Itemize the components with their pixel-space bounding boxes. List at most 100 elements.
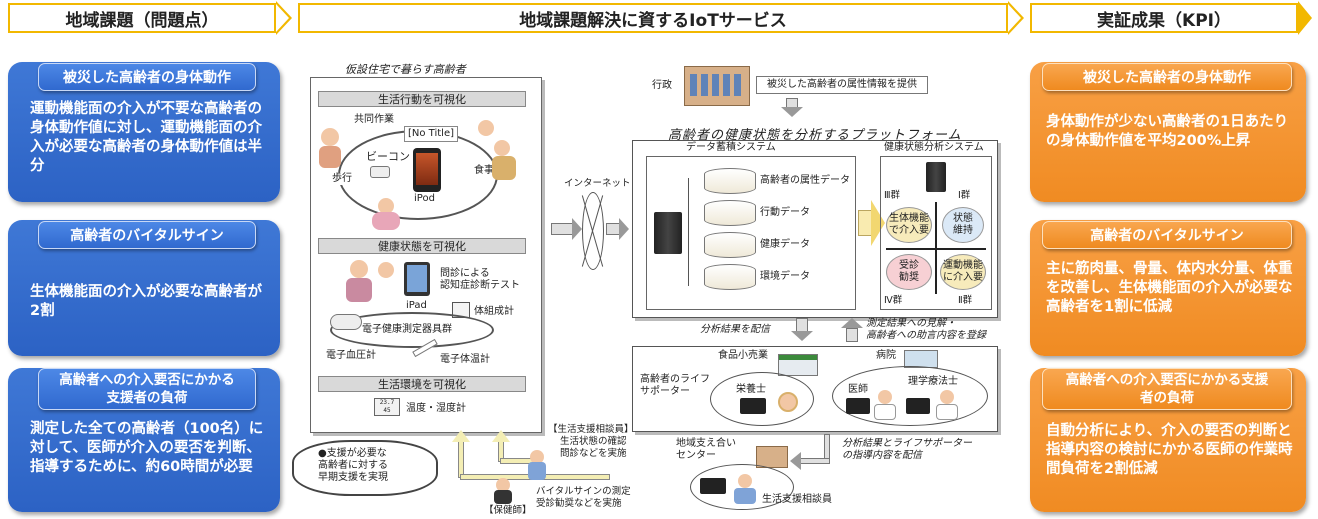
device-ring	[330, 312, 494, 348]
label-body-comp: 体組成計	[474, 306, 514, 317]
support-cloud	[292, 440, 438, 496]
storage-bracket	[688, 178, 689, 286]
nurse-task: バイタルサインの測定 受診勧奨などを実施	[536, 486, 631, 509]
internet-label: インターネット	[564, 178, 631, 189]
flow-arrow-head	[841, 318, 863, 328]
nurse-icon	[494, 490, 512, 504]
problem-card-title: 高齢者のバイタルサイン	[38, 221, 256, 249]
storage-title: データ蓄積システム	[686, 142, 776, 153]
laptop-icon	[846, 398, 870, 414]
problem-card-body: 生体機能面の介入が必要な高齢者が2割	[30, 284, 262, 319]
flow-arrow	[796, 318, 808, 332]
gov-info: 被災した高齢者の属性情報を提供	[756, 76, 928, 94]
group-1: Ⅰ群	[958, 190, 971, 201]
flow-arrow-head	[781, 107, 803, 117]
counselor-icon	[738, 474, 752, 488]
elderly-person-icon	[350, 260, 368, 278]
hospital-ring	[832, 366, 988, 426]
nurse-icon	[378, 262, 394, 278]
label-meal: 食事	[474, 165, 494, 177]
notitle-tag: [No Title]	[404, 126, 459, 142]
platform-title: 高齢者の健康状態を分析するプラットフォーム	[668, 128, 962, 143]
header-kpi: 実証成果（KPI）	[1030, 3, 1298, 33]
counselor-icon	[734, 488, 756, 504]
community-center-label: 地域支え合い センター	[676, 438, 736, 461]
data-store	[704, 168, 756, 194]
hospital-label: 病院	[876, 350, 896, 361]
data-store	[704, 232, 756, 258]
kpi-card-title: 被災した高齢者の身体動作	[1042, 63, 1292, 91]
elderly-person-icon	[492, 156, 516, 180]
quadrant-axis	[886, 248, 986, 250]
nutritionist-label: 栄養士	[736, 384, 766, 396]
kpi-card-body: 主に筋肉量、骨量、体内水分量、体重を改善し、生体機能面の介入が必要な高齢者を1割…	[1046, 261, 1293, 315]
label-temp: 電子体温計	[440, 354, 490, 365]
counselor-tag: 【生活支援相談員】	[548, 424, 634, 435]
food-ring	[710, 372, 814, 426]
city-hall-icon	[690, 74, 744, 96]
doctor-icon	[878, 390, 892, 404]
quadrant-br: 運動機能 に介入要	[940, 254, 986, 290]
nurse-icon	[496, 478, 510, 492]
gov-label: 行政	[652, 80, 672, 91]
flow-arrow-head	[790, 452, 801, 470]
food-store-label: 食品小売業	[718, 350, 768, 361]
quadrant-bl: 受診 勧奨	[886, 254, 932, 290]
group-2: Ⅱ群	[958, 295, 973, 306]
data-store	[704, 264, 756, 290]
elderly-person-icon	[378, 198, 394, 214]
label-device-group: 電子健康測定器具群	[362, 324, 452, 336]
beacon-icon	[370, 166, 390, 178]
deliver-label: 分析結果を配信	[700, 324, 770, 335]
label-thermo: 温度・湿度計	[406, 403, 466, 414]
support-cloud-text: ●支援が必要な 高齢者に対する 早期支援を実現	[318, 448, 388, 483]
deliver2-label: 分析結果とライフサポーター の指導内容を配信	[842, 438, 972, 461]
laptop-icon	[740, 398, 766, 414]
flow-arrow-head	[492, 430, 510, 442]
kpi-card-title: 高齢者への介入要否にかかる支援者の負荷	[1042, 368, 1292, 410]
data-item: 健康データ	[760, 239, 810, 250]
group-3: Ⅲ群	[884, 190, 901, 201]
header-arrow	[276, 4, 289, 32]
counselor-icon	[528, 462, 546, 480]
group-4: Ⅳ群	[884, 295, 903, 306]
kpi-card-title: 高齢者のバイタルサイン	[1042, 221, 1292, 249]
doctor-icon	[874, 404, 896, 420]
elderly-person-icon	[346, 278, 372, 302]
housing-title: 仮設住宅で暮らす高齢者	[345, 63, 466, 76]
storage-box	[646, 156, 856, 310]
header-iot: 地域課題解決に資するIoTサービス	[298, 3, 1008, 33]
elderly-person-icon	[321, 128, 339, 146]
flow-arrow	[606, 223, 620, 235]
elderly-person-icon	[319, 146, 341, 168]
section-title: 生活環境を可視化	[318, 376, 526, 392]
flow-arrow-head	[871, 200, 885, 246]
flow-arrow	[800, 458, 830, 464]
header-arrow	[1298, 1, 1312, 35]
label-kyodo: 共同作業	[354, 114, 394, 125]
label-dementia-test: 問診による 認知症診断テスト	[440, 268, 520, 291]
flow-arrow-head	[619, 218, 629, 240]
flow-arrow-head	[791, 331, 813, 341]
laptop-icon	[906, 398, 930, 414]
elderly-person-icon	[372, 212, 400, 230]
doctor-label: 医師	[848, 384, 868, 396]
data-item: 環境データ	[760, 271, 810, 282]
problem-card-title: 高齢者への介入要否にかかる支援者の負荷	[38, 368, 256, 410]
store-icon	[778, 354, 818, 376]
section-title: 健康状態を可視化	[318, 238, 526, 254]
problem-card-body: 運動機能面の介入が不要な高齢者の身体動作値に対し、運動機能面の介入が必要な高齢者…	[30, 101, 262, 174]
header-problems: 地域課題（問題点）	[8, 3, 276, 33]
flow-arrow	[858, 210, 872, 236]
label-walk: 歩行	[332, 173, 352, 185]
elderly-person-icon	[478, 120, 494, 136]
quadrant-tr: 状態 維持	[942, 207, 984, 243]
data-item: 行動データ	[760, 207, 810, 218]
quadrant-tl: 生体機能 で介入要	[886, 207, 932, 243]
label-beacon: ビーコン	[366, 150, 410, 163]
flow-arrow	[551, 223, 573, 235]
therapist-icon	[936, 404, 958, 420]
header-arrow	[1008, 4, 1021, 32]
label-bp: 電子血圧計	[326, 350, 376, 362]
nutritionist-icon	[778, 392, 798, 412]
